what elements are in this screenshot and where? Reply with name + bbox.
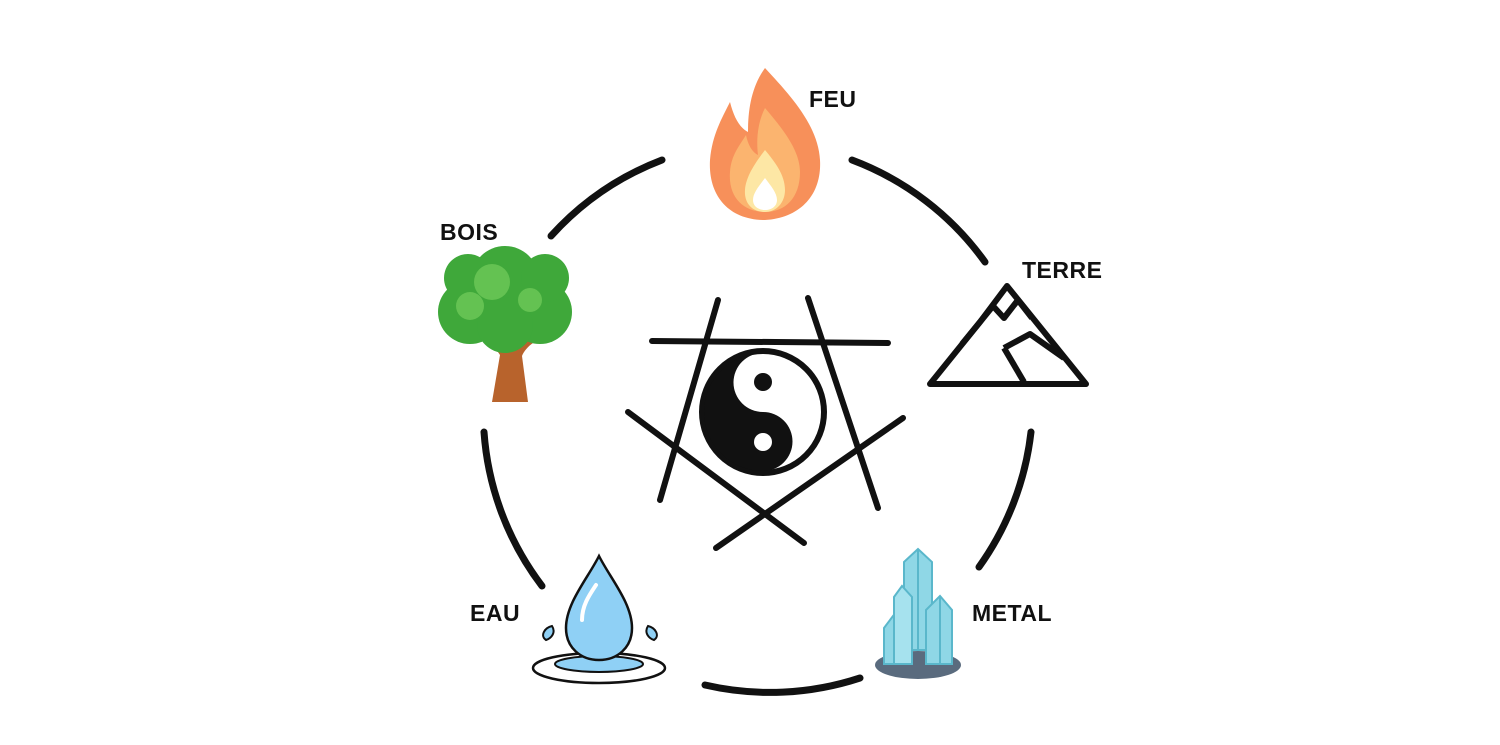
- pentagram-line: [657, 297, 721, 503]
- ring-arc-wood-fire: [547, 156, 666, 240]
- flame-icon: [709, 68, 821, 220]
- pentagram: [625, 295, 906, 551]
- pentagram-line: [713, 415, 906, 551]
- pentagram-line: [625, 409, 807, 546]
- ring-arc-metal-water: [701, 674, 864, 696]
- water-drop-icon: [531, 553, 667, 685]
- tree-icon: [438, 246, 572, 402]
- label-water: EAU: [470, 600, 520, 626]
- ring-arc-water-wood: [480, 428, 546, 590]
- label-fire: FEU: [809, 86, 857, 112]
- pentagram-line: [805, 295, 881, 511]
- cycle-ring: [480, 156, 1035, 696]
- pentagram-line: [649, 338, 891, 346]
- mountain-icon: [927, 283, 1089, 387]
- ring-arc-earth-metal: [975, 428, 1035, 571]
- ring-arc-fire-earth: [848, 156, 989, 266]
- label-wood: BOIS: [440, 219, 498, 245]
- label-earth: TERRE: [1022, 257, 1102, 283]
- label-metal: METAL: [972, 600, 1052, 626]
- yin-yang-icon: [699, 348, 827, 476]
- crystal-icon: [875, 547, 961, 679]
